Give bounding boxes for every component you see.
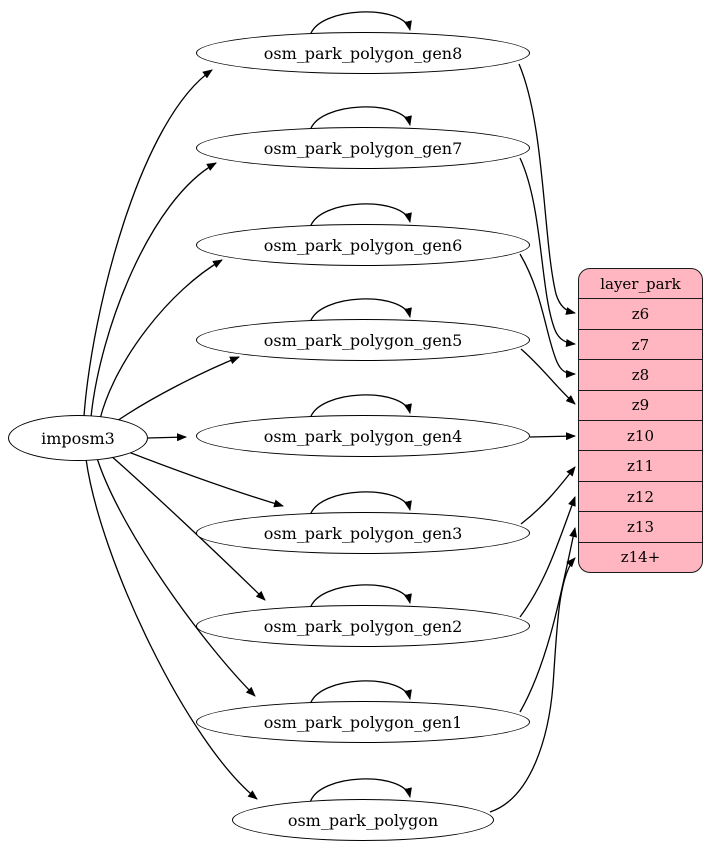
selfloop-gen4 bbox=[309, 394, 412, 420]
selfloop-gen3 bbox=[309, 491, 412, 517]
node-osm-park-polygon-gen4: osm_park_polygon_gen4 bbox=[196, 415, 530, 457]
layer-row-z8: z8 bbox=[579, 359, 702, 389]
edge-gen1-z13 bbox=[519, 527, 578, 713]
layer-row-z10: z10 bbox=[579, 420, 702, 450]
node-imposm3-label: imposm3 bbox=[41, 428, 115, 448]
edge-polygon-z14 bbox=[489, 557, 576, 813]
selfloop-gen1 bbox=[309, 680, 412, 706]
edge-imposm3-gen7 bbox=[90, 162, 217, 418]
node-osm-park-polygon-gen6: osm_park_polygon_gen6 bbox=[196, 224, 530, 266]
edge-gen8-z6 bbox=[518, 63, 576, 315]
node-label: osm_park_polygon_gen2 bbox=[263, 616, 463, 636]
edge-imposm3-gen8 bbox=[83, 69, 213, 417]
layer-row-z11: z11 bbox=[579, 450, 702, 480]
edge-imposm3-gen2 bbox=[109, 454, 266, 601]
node-osm-park-polygon-gen8: osm_park_polygon_gen8 bbox=[196, 32, 530, 74]
edge-imposm3-gen6 bbox=[99, 259, 223, 420]
selfloop-gen2 bbox=[309, 584, 412, 610]
selfloop-gen6 bbox=[309, 203, 412, 229]
layer-row-z14plus: z14+ bbox=[579, 541, 702, 572]
layer-row-z9: z9 bbox=[579, 389, 702, 420]
selfloop-gen5 bbox=[309, 298, 412, 324]
node-osm-park-polygon-gen3: osm_park_polygon_gen3 bbox=[196, 512, 530, 554]
edge-imposm3-polygon bbox=[85, 458, 258, 800]
selfloop-gen8 bbox=[309, 11, 412, 37]
node-label: osm_park_polygon_gen7 bbox=[263, 138, 463, 158]
edge-imposm3-gen3 bbox=[125, 450, 284, 508]
edge-gen2-z12 bbox=[519, 496, 576, 618]
node-label: osm_park_polygon_gen3 bbox=[263, 523, 463, 543]
edge-gen4-z10 bbox=[529, 432, 576, 441]
edge-gen3-z11 bbox=[520, 466, 576, 525]
edge-gen5-z9 bbox=[520, 348, 576, 405]
node-label: osm_park_polygon_gen8 bbox=[263, 43, 463, 63]
selfloop-gen7 bbox=[309, 106, 412, 132]
edge-imposm3-gen1 bbox=[96, 457, 256, 697]
node-label: osm_park_polygon_gen1 bbox=[263, 712, 463, 732]
edge-gen7-z7 bbox=[519, 157, 576, 347]
layer-table-title: layer_park bbox=[600, 274, 681, 293]
node-label: osm_park_polygon_gen4 bbox=[263, 426, 463, 446]
node-osm-park-polygon-gen5: osm_park_polygon_gen5 bbox=[196, 319, 530, 361]
node-label: osm_park_polygon bbox=[287, 810, 439, 830]
node-imposm3: imposm3 bbox=[8, 415, 148, 461]
layer-row-z12: z12 bbox=[579, 480, 702, 511]
selfloop-polygon bbox=[309, 778, 412, 804]
node-osm-park-polygon-gen2: osm_park_polygon_gen2 bbox=[196, 605, 530, 647]
layer-row-z6: z6 bbox=[579, 298, 702, 328]
node-osm-park-polygon: osm_park_polygon bbox=[232, 799, 494, 841]
node-osm-park-polygon-gen1: osm_park_polygon_gen1 bbox=[196, 701, 530, 743]
node-label: osm_park_polygon_gen5 bbox=[263, 330, 463, 350]
layer-row-z13: z13 bbox=[579, 511, 702, 541]
edge-gen6-z8 bbox=[519, 253, 576, 378]
node-label: osm_park_polygon_gen6 bbox=[263, 235, 463, 255]
edge-imposm3-gen4 bbox=[147, 433, 187, 442]
layer-park-table: layer_park z6 z7 z8 z9 z10 z11 z12 z13 z… bbox=[578, 268, 703, 573]
layer-row-z7: z7 bbox=[579, 328, 702, 359]
edge-imposm3-gen5 bbox=[113, 356, 240, 424]
node-osm-park-polygon-gen7: osm_park_polygon_gen7 bbox=[196, 127, 530, 169]
